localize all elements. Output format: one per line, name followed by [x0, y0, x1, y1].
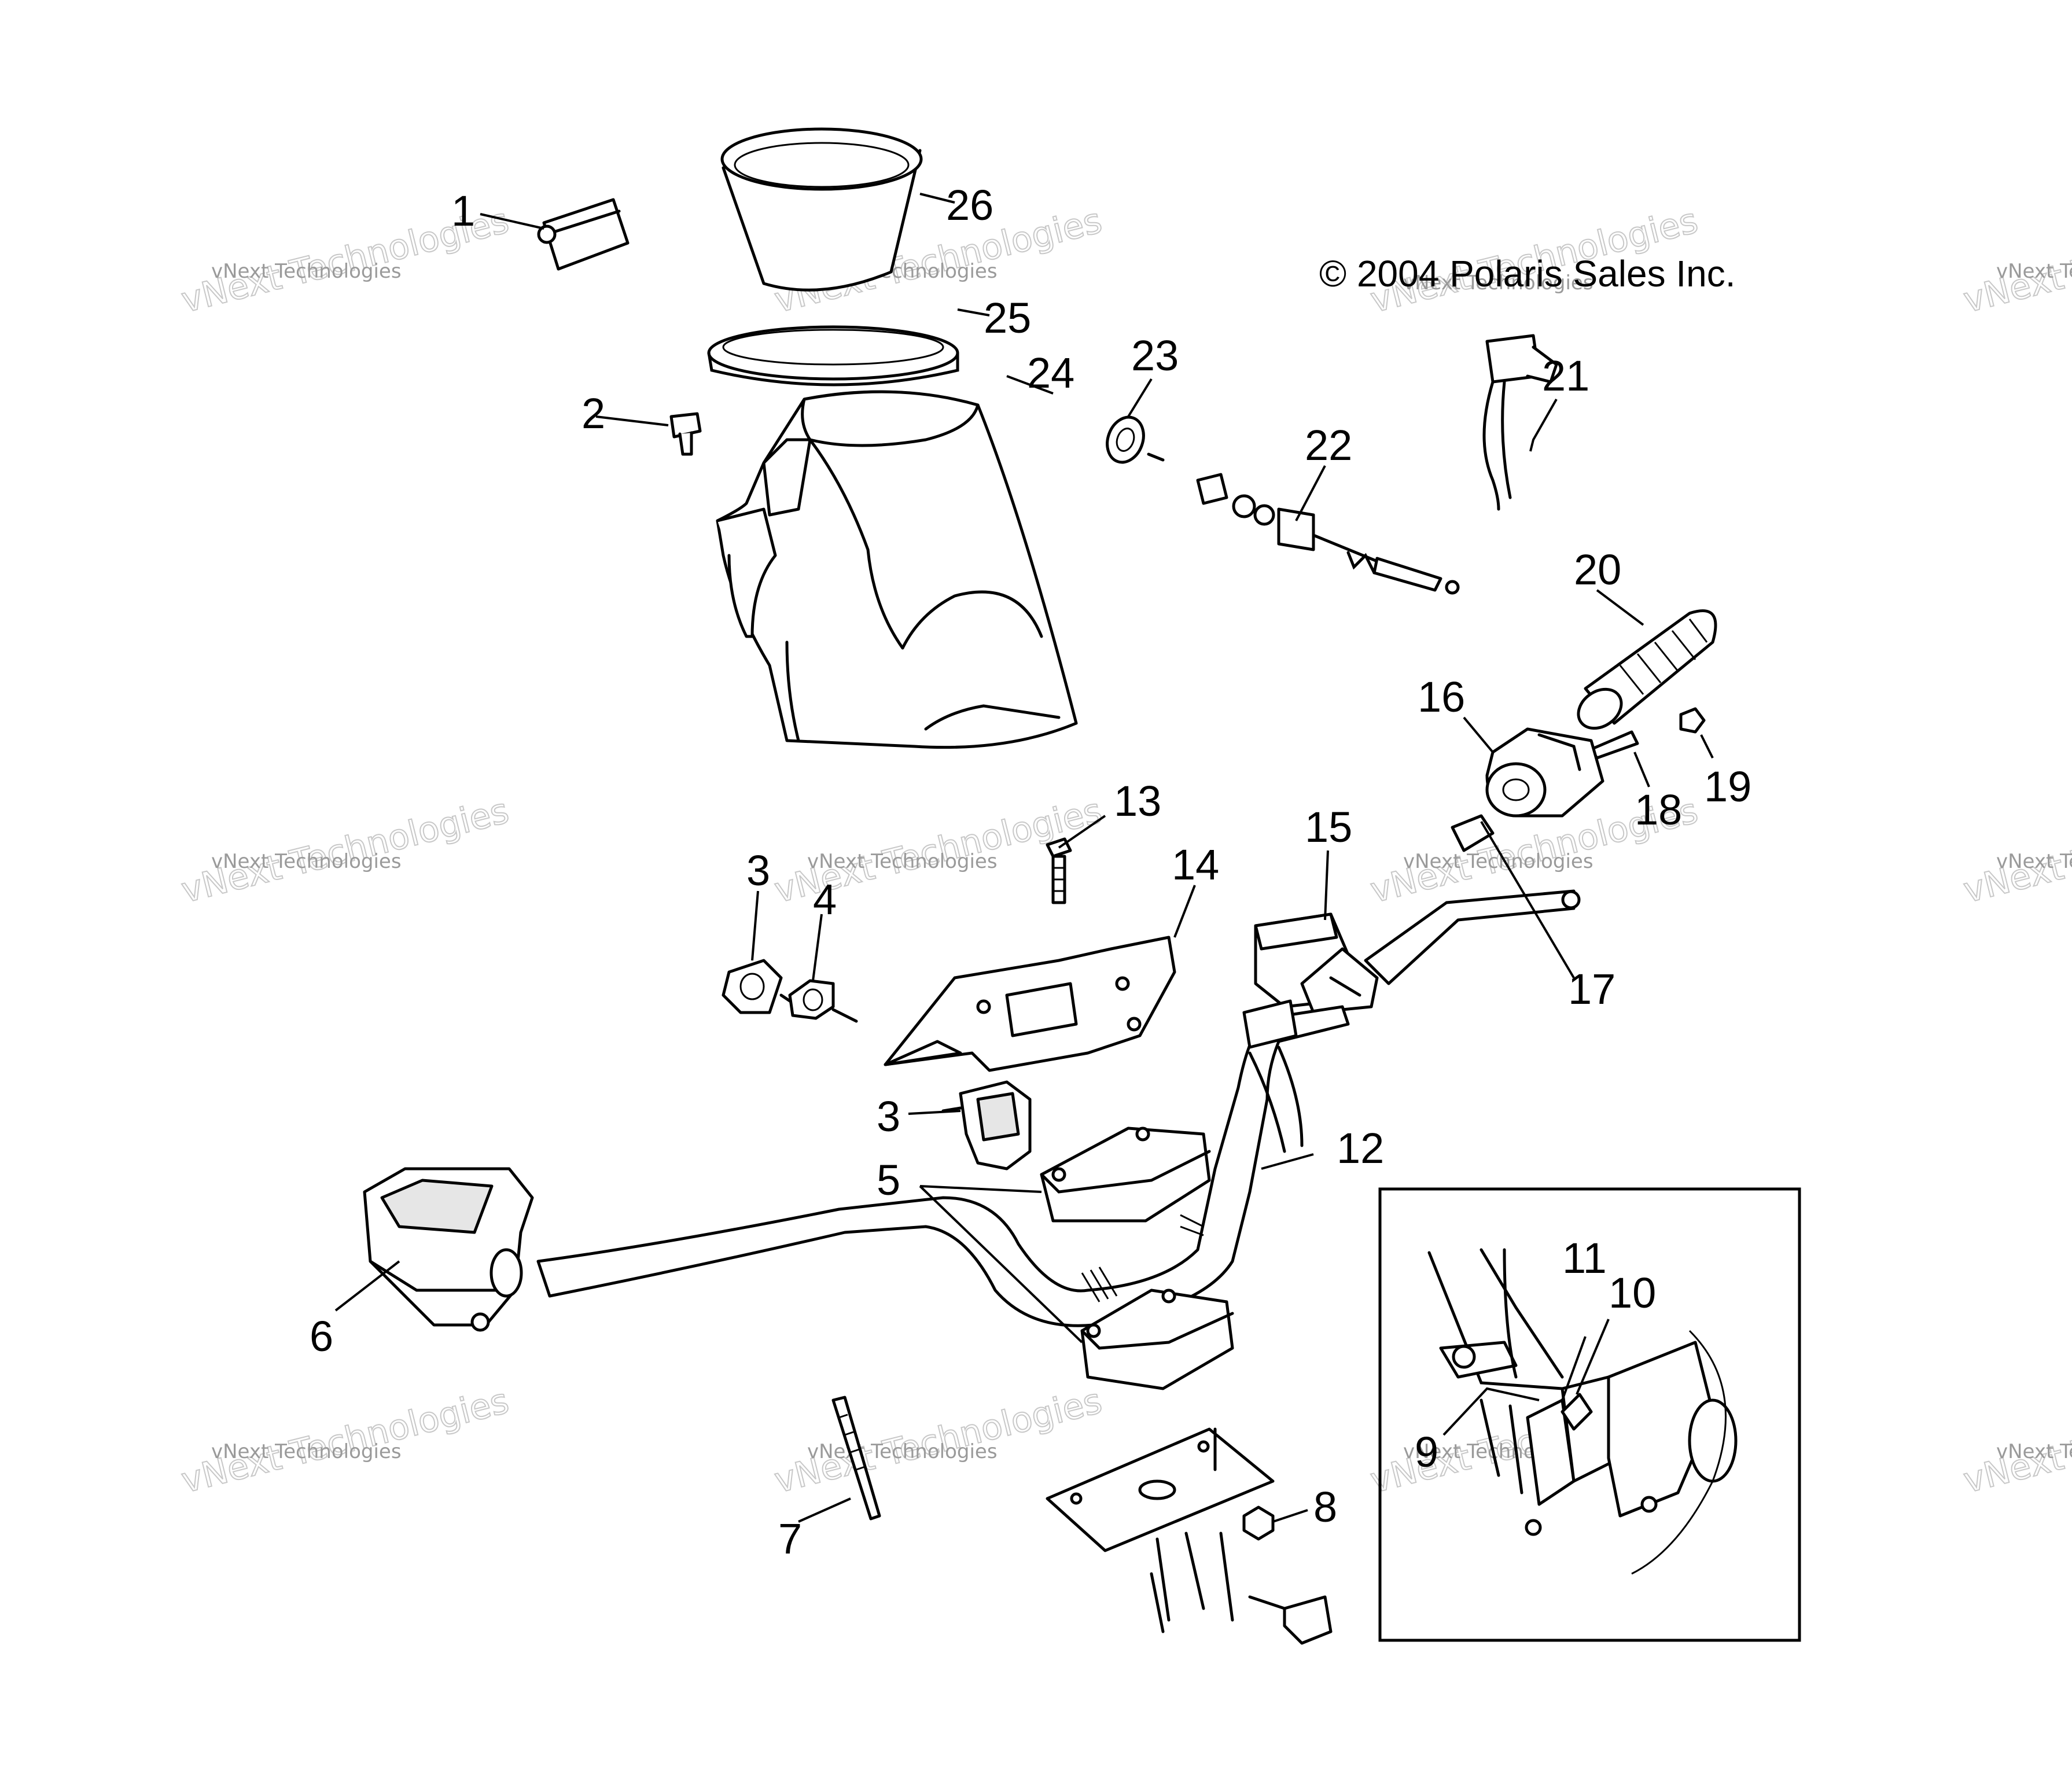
part-3-switch-lower [941, 1080, 1032, 1170]
callout-20: 20 [1574, 546, 1621, 594]
part-1-clip [537, 198, 630, 271]
part-7-cable-tie [831, 1396, 881, 1521]
part-13-bolt [1046, 837, 1072, 904]
callout-16: 16 [1418, 673, 1465, 721]
callout-9: 9 [1415, 1428, 1438, 1476]
callout-6: 6 [310, 1312, 333, 1360]
leader-lines [334, 193, 1714, 1523]
callout-26: 26 [946, 181, 993, 229]
callout-11: 11 [1562, 1234, 1607, 1282]
part-21-connector [1482, 334, 1558, 511]
part-15-master-cylinder [1254, 912, 1379, 1014]
svg-text:vNext Technologies: vNext Technologies [807, 850, 998, 873]
part-5-clamp-lower [1080, 1289, 1234, 1390]
part-25-ring [707, 325, 959, 386]
part-20-grip [1577, 609, 1717, 730]
callout-21: 21 [1542, 352, 1589, 400]
callout-13: 13 [1114, 777, 1161, 825]
callout-10: 10 [1609, 1269, 1656, 1317]
part-22-cable [1196, 473, 1460, 595]
callout-3-lower: 3 [877, 1092, 900, 1140]
callout-3-upper: 3 [746, 846, 770, 894]
callout-5: 5 [877, 1156, 900, 1204]
callout-15: 15 [1305, 803, 1352, 851]
callout-labels: 1 2 3 3 4 5 6 7 8 9 10 11 12 13 14 15 16… [310, 181, 1751, 1563]
part-3-switch-upper [722, 959, 800, 1014]
riser-plate [1046, 1427, 1275, 1633]
part-26-bezel [720, 127, 923, 292]
part-6-switch-housing [363, 1167, 534, 1332]
svg-text:vNext Technologies: vNext Technologies [1996, 260, 2072, 283]
svg-text:vNext Technologies: vNext Technologies [211, 260, 402, 283]
part-19-nut [1679, 707, 1706, 734]
copyright-text: © 2004 Polaris Sales Inc. [1319, 253, 1736, 295]
callout-22: 22 [1305, 421, 1352, 469]
inset-detail [1378, 1187, 1801, 1642]
callout-19: 19 [1704, 763, 1751, 811]
part-2-screw [669, 412, 702, 456]
svg-text:vNext Technologies: vNext Technologies [1403, 850, 1593, 873]
svg-text:vNext Technologies: vNext Technologies [211, 1440, 402, 1463]
callout-8: 8 [1313, 1483, 1337, 1531]
part-16-throttle [1485, 727, 1604, 818]
callout-12: 12 [1337, 1124, 1384, 1172]
svg-text:vNext Technologies: vNext Technologies [1996, 850, 2072, 873]
part-23-nut [1106, 415, 1165, 464]
callout-23: 23 [1131, 332, 1179, 380]
part-4-nut [788, 979, 858, 1023]
callout-24: 24 [1027, 349, 1074, 397]
part-24-pod [716, 390, 1078, 749]
callout-4: 4 [813, 875, 837, 923]
callout-2: 2 [582, 389, 605, 437]
part-14-plate [884, 936, 1176, 1072]
callout-17: 17 [1568, 965, 1615, 1013]
part-12-handlebar [536, 999, 1350, 1327]
callout-18: 18 [1635, 786, 1682, 834]
callout-1: 1 [451, 187, 475, 235]
svg-text:vNext Technologies: vNext Technologies [1403, 271, 1593, 295]
svg-text:vNext Technologies: vNext Technologies [211, 850, 402, 873]
callout-7: 7 [778, 1515, 802, 1563]
callout-14: 14 [1172, 841, 1219, 889]
part-8-nut [1242, 1505, 1333, 1645]
callout-25: 25 [984, 294, 1031, 342]
svg-text:vNext Technologies: vNext Technologies [1996, 1440, 2072, 1463]
part-5-clamp-upper [1040, 1127, 1211, 1223]
svg-text:vNext Technologies: vNext Technologies [807, 1440, 998, 1463]
